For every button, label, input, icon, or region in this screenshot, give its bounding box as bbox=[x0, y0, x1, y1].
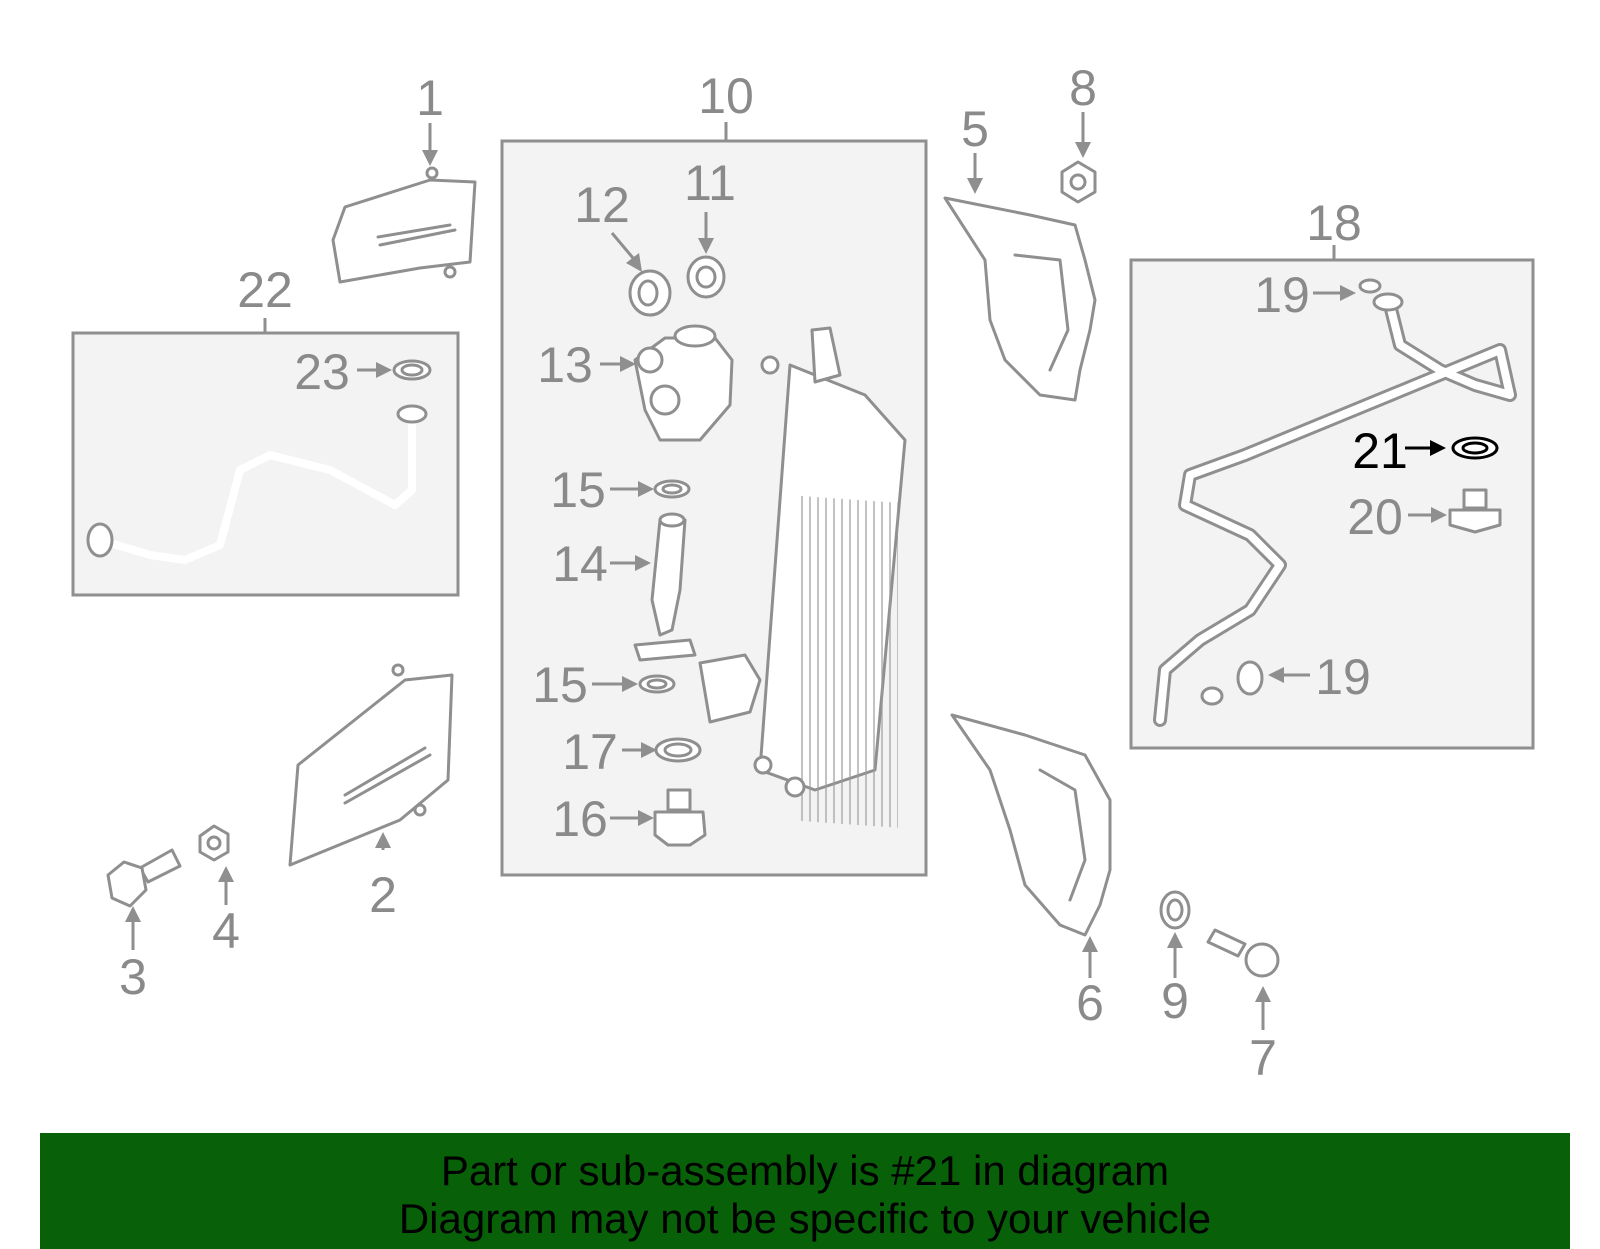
arrow-21 bbox=[1405, 440, 1446, 456]
callout-13: 13 bbox=[537, 337, 593, 393]
callout-15b: 15 bbox=[532, 657, 588, 713]
arrow-17 bbox=[622, 742, 657, 758]
part-1-air-duct bbox=[331, 166, 477, 284]
part-20-plug bbox=[1448, 488, 1502, 534]
banner-line-part: Part or sub-assembly is #21 in diagram bbox=[440, 1147, 1170, 1194]
arrow-1 bbox=[422, 123, 438, 166]
part-15-ring-upper bbox=[653, 479, 691, 499]
arrow-20 bbox=[1408, 507, 1447, 523]
part-17-washer bbox=[654, 737, 702, 763]
arrow-11 bbox=[698, 212, 714, 254]
callout-12: 12 bbox=[574, 177, 630, 233]
part-3-bolt bbox=[106, 848, 182, 908]
part-7-screw bbox=[1206, 928, 1280, 978]
arrow-4 bbox=[218, 866, 234, 905]
callout-7: 7 bbox=[1249, 1030, 1277, 1086]
arrow-16 bbox=[610, 810, 654, 826]
part-10-oil-cooler bbox=[698, 326, 907, 828]
callout-19a: 19 bbox=[1254, 267, 1310, 323]
part-2-air-duct bbox=[288, 663, 454, 867]
callout-15a: 15 bbox=[550, 462, 606, 518]
arrow-3 bbox=[125, 906, 141, 950]
arrow-23 bbox=[357, 362, 392, 378]
part-4-nut bbox=[198, 824, 230, 862]
callout-6: 6 bbox=[1076, 975, 1104, 1031]
part-19-ring-lower bbox=[1236, 660, 1264, 696]
part-9-washer bbox=[1159, 890, 1191, 930]
banner-line-disclaimer: Diagram may not be specific to your vehi… bbox=[398, 1195, 1212, 1242]
arrow-6 bbox=[1082, 936, 1098, 978]
arrow-15a bbox=[610, 481, 654, 497]
part-8-grommet bbox=[1060, 160, 1097, 204]
callout-17: 17 bbox=[562, 724, 618, 780]
callout-23: 23 bbox=[294, 344, 350, 400]
part-21-seal-ring bbox=[1451, 436, 1499, 460]
arrow-7 bbox=[1255, 986, 1271, 1030]
part-15-ring-lower bbox=[638, 674, 676, 694]
callout-8: 8 bbox=[1069, 60, 1097, 116]
callout-22: 22 bbox=[237, 262, 293, 318]
part-12-bushing bbox=[628, 269, 672, 317]
arrow-19a bbox=[1313, 285, 1356, 301]
callout-3: 3 bbox=[119, 949, 147, 1005]
part-19-ring-upper bbox=[1358, 278, 1382, 294]
callout-18: 18 bbox=[1306, 195, 1362, 251]
part-6-shroud bbox=[950, 713, 1112, 937]
arrow-2 bbox=[375, 832, 391, 850]
callout-19b: 19 bbox=[1315, 649, 1371, 705]
callout-10: 10 bbox=[698, 68, 754, 124]
info-banner: Part or sub-assembly is #21 in diagram D… bbox=[40, 1133, 1570, 1249]
part-16-plug bbox=[653, 788, 707, 847]
arrow-13 bbox=[600, 356, 636, 372]
part-23-seal bbox=[392, 359, 432, 381]
arrow-14 bbox=[610, 555, 651, 571]
arrow-15b bbox=[592, 676, 638, 692]
callout-16: 16 bbox=[552, 791, 608, 847]
callout-9: 9 bbox=[1161, 973, 1189, 1029]
callout-4: 4 bbox=[212, 903, 240, 959]
arrow-5 bbox=[967, 153, 983, 194]
part-18-oil-line bbox=[1153, 292, 1517, 727]
part-14-tube bbox=[633, 512, 697, 662]
callout-21: 21 bbox=[1352, 423, 1408, 479]
callout-1: 1 bbox=[416, 70, 444, 126]
callout-11: 11 bbox=[684, 155, 736, 211]
arrow-12 bbox=[610, 232, 642, 272]
callout-2: 2 bbox=[369, 867, 397, 923]
callout-5: 5 bbox=[961, 101, 989, 157]
arrow-8 bbox=[1075, 112, 1091, 158]
part-11-seal bbox=[686, 255, 726, 299]
part-13-housing bbox=[633, 324, 734, 442]
callout-14: 14 bbox=[552, 536, 608, 592]
arrow-9 bbox=[1167, 932, 1183, 978]
part-22-oil-line bbox=[86, 404, 428, 564]
callout-20: 20 bbox=[1347, 489, 1403, 545]
arrow-19b bbox=[1268, 667, 1310, 683]
part-5-shroud bbox=[943, 196, 1097, 402]
